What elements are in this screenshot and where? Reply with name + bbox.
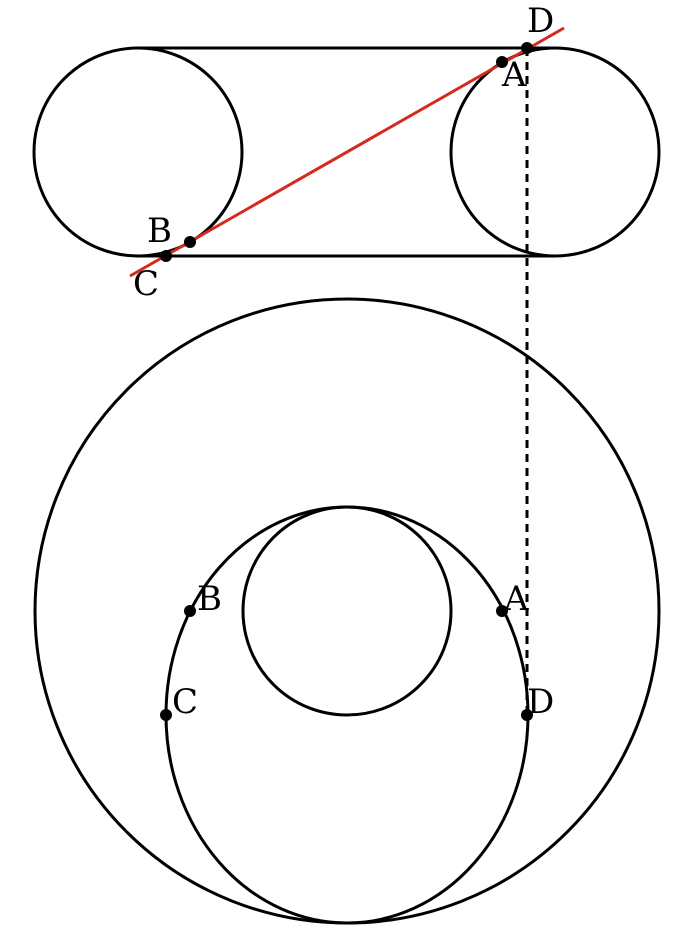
top-point-b — [184, 236, 196, 248]
outer-circle — [33, 297, 661, 925]
red-line — [129, 26, 565, 278]
inner-circle — [241, 505, 453, 717]
bottom-point-a — [496, 605, 508, 617]
top-label-b: B — [147, 211, 172, 251]
top-view — [32, 46, 661, 258]
bottom-label-a: A — [503, 579, 529, 619]
top-left-circle — [32, 46, 244, 258]
top-point-c — [160, 250, 172, 262]
top-label-a: A — [501, 55, 527, 95]
bottom-label-b: B — [197, 579, 222, 619]
bottom-point-c — [160, 709, 172, 721]
bottom-label-d: D — [527, 682, 554, 722]
bottom-point-d — [521, 709, 533, 721]
top-point-d — [521, 42, 533, 54]
top-label-c: C — [133, 264, 159, 304]
bottom-view — [33, 297, 661, 925]
top-label-d: D — [527, 1, 554, 41]
bottom-point-b — [184, 605, 196, 617]
top-point-a — [496, 56, 508, 68]
top-points — [160, 42, 533, 262]
top-right-circle — [449, 46, 661, 258]
bottom-label-c: C — [172, 682, 198, 722]
bottom-points — [160, 605, 533, 721]
